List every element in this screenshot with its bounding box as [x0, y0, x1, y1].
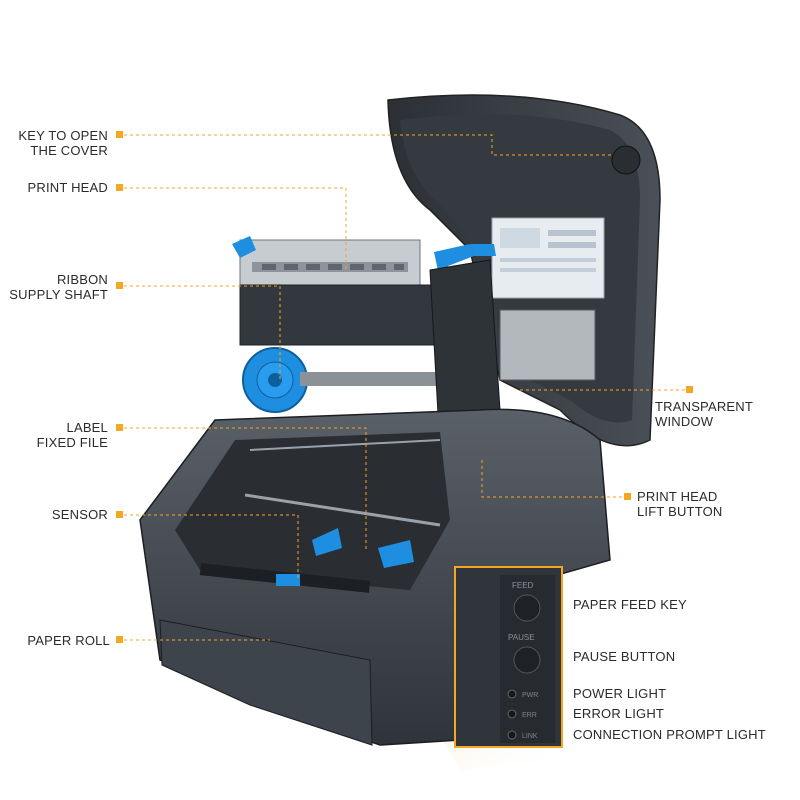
front-face: [159, 619, 373, 746]
feed-key: [513, 594, 541, 622]
panel-pwr-text: PWR: [522, 692, 538, 699]
callout-pause-button: PAUSE BUTTON: [573, 649, 676, 664]
callout-sensor: SENSOR: [51, 507, 108, 522]
leader-print-head: [124, 187, 347, 270]
sensor-tab: [276, 574, 300, 586]
label-guide-left: [312, 528, 342, 556]
transparent-window-panel: [499, 309, 596, 381]
callout-error-light: ERROR LIGHT: [573, 706, 665, 721]
head-carriage: [239, 284, 436, 346]
callout-ribbon-supply-shaft: RIBBON SUPPLY SHAFT: [9, 272, 108, 302]
leader-label-fixed: [124, 427, 367, 550]
label-guide-right: [378, 540, 414, 568]
callout-transparent-window: TRANSPARENT WINDOW: [655, 399, 754, 429]
callout-print-head: PRINT HEAD: [27, 180, 108, 195]
power-led: [507, 689, 517, 699]
cover-hinge-knob: [611, 145, 641, 175]
leader-lines: [124, 134, 690, 641]
leader-print-head-lift: [481, 460, 628, 498]
panel-feed-text: FEED: [512, 581, 534, 590]
callout-power-light: POWER LIGHT: [573, 686, 667, 701]
callout-print-head-lift: PRINT HEAD LIFT BUTTON: [637, 489, 723, 519]
head-latch-left: [232, 236, 256, 258]
panel-link-text: LINK: [522, 733, 538, 740]
panel-err-text: ERR: [522, 712, 537, 719]
callout-connection-prompt-light: CONNECTION PROMPT LIGHT: [573, 727, 766, 742]
callout-paper-roll: PAPER ROLL: [27, 633, 110, 648]
link-led: [507, 730, 517, 740]
error-led: [507, 709, 517, 719]
callout-key-to-open: KEY TO OPEN THE COVER: [18, 128, 108, 158]
leader-dots: [116, 131, 693, 643]
leader-key-to-open: [124, 134, 612, 156]
leader-ribbon: [124, 285, 281, 380]
callout-paper-feed-key: PAPER FEED KEY: [573, 597, 687, 612]
print-head-slots: [262, 264, 404, 270]
leader-sensor: [124, 514, 299, 580]
callout-label-fixed-file: LABEL FIXED FILE: [36, 420, 108, 450]
pause-key: [513, 646, 541, 674]
panel-pause-text: PAUSE: [508, 633, 535, 642]
